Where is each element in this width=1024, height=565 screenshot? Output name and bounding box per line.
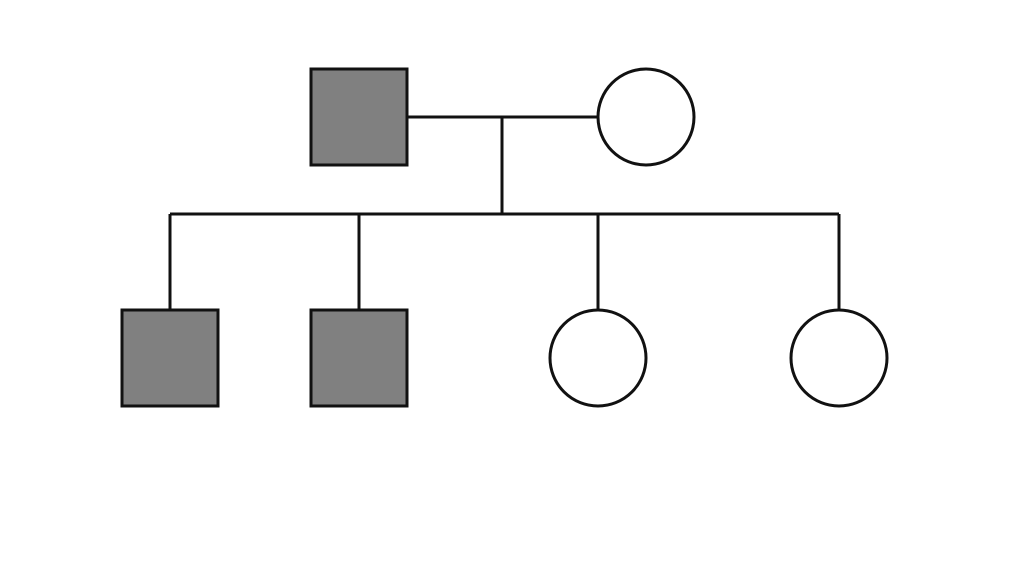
son-1-affected-male-square bbox=[120, 308, 220, 408]
father-affected-male-square bbox=[309, 67, 409, 167]
mother-unaffected-female-circle bbox=[596, 67, 696, 167]
generation-2 bbox=[120, 308, 889, 408]
generation-1 bbox=[309, 67, 696, 167]
son-2-affected-male-square bbox=[309, 308, 409, 408]
daughter-2-unaffected-female-circle bbox=[789, 308, 889, 408]
daughter-1-unaffected-female-circle bbox=[548, 308, 648, 408]
pedigree-lines bbox=[168, 115, 841, 310]
